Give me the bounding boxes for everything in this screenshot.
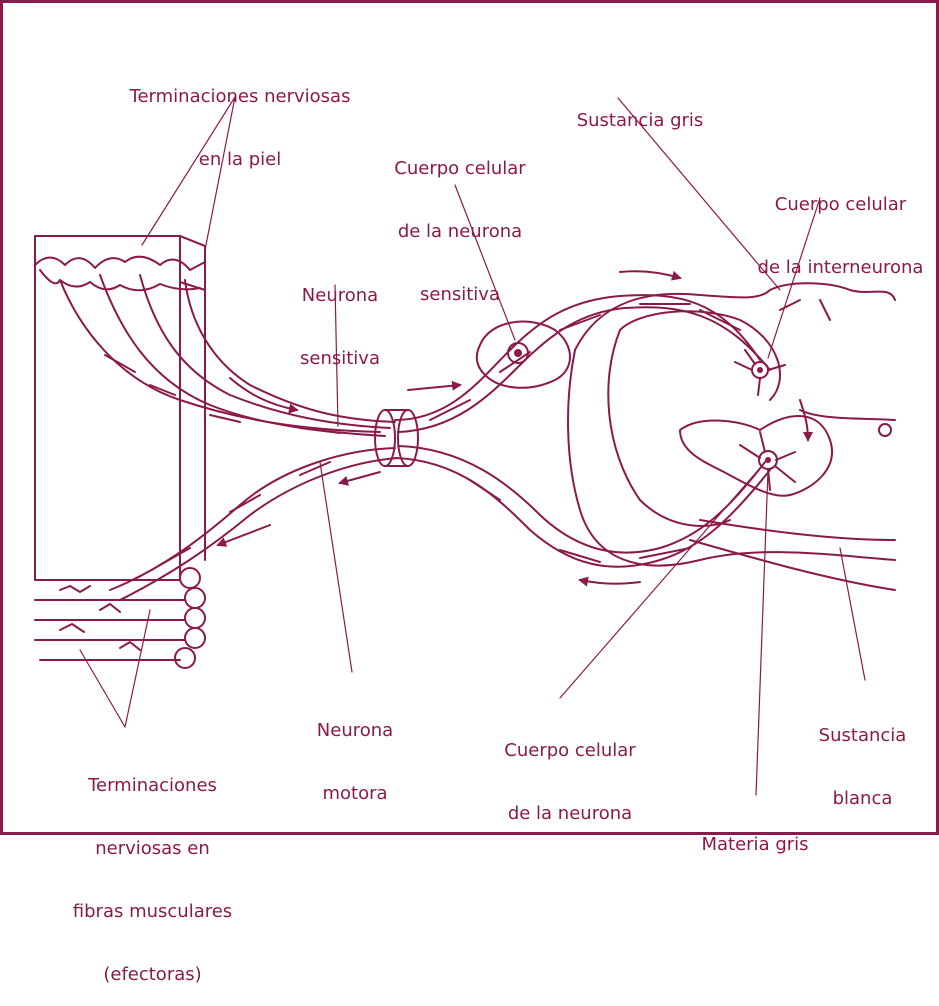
label-line: de la neurona (360, 221, 560, 242)
label-line: Materia gris (670, 834, 840, 855)
label-line: en la piel (95, 149, 385, 170)
label-line: Neurona (300, 720, 410, 741)
label-skin-endings: Terminaciones nerviosas en la piel (95, 44, 385, 191)
label-gray-matter: Materia gris (670, 792, 840, 876)
muscle-bundle (35, 568, 205, 668)
label-neuron-cell-body: Cuerpo celular de la neurona (480, 698, 660, 845)
label-line: de la neurona (480, 803, 660, 824)
label-line: nerviosas en (55, 838, 250, 859)
cell-bodies-cord (735, 350, 795, 490)
label-line: motora (300, 783, 410, 804)
label-line: sensitiva (280, 348, 400, 369)
label-gray-substance: Sustancia gris (540, 68, 740, 152)
label-line: Sustancia (800, 725, 925, 746)
motor-fibers (110, 446, 770, 600)
label-interneuron-cell-body: Cuerpo celular de la interneurona (748, 152, 933, 299)
label-line: fibras musculares (55, 901, 250, 922)
dorsal-root-ganglion (477, 322, 570, 388)
label-line: (efectoras) (55, 964, 250, 985)
label-line: de la interneurona (748, 257, 933, 278)
label-line: Cuerpo celular (480, 740, 660, 761)
label-line: Terminaciones (55, 775, 250, 796)
label-line: Cuerpo celular (360, 158, 560, 179)
skin-block (35, 236, 205, 580)
label-motor-neuron: Neurona motora (300, 678, 410, 825)
spinal-cord (568, 283, 895, 590)
label-sensory-neuron: Neurona sensitiva (280, 243, 400, 390)
label-line: Terminaciones nerviosas (95, 86, 385, 107)
label-muscle-endings: Terminaciones nerviosas en fibras muscul… (55, 733, 250, 1006)
label-line: Neurona (280, 285, 400, 306)
label-line: Cuerpo celular (748, 194, 933, 215)
label-line: Sustancia gris (540, 110, 740, 131)
